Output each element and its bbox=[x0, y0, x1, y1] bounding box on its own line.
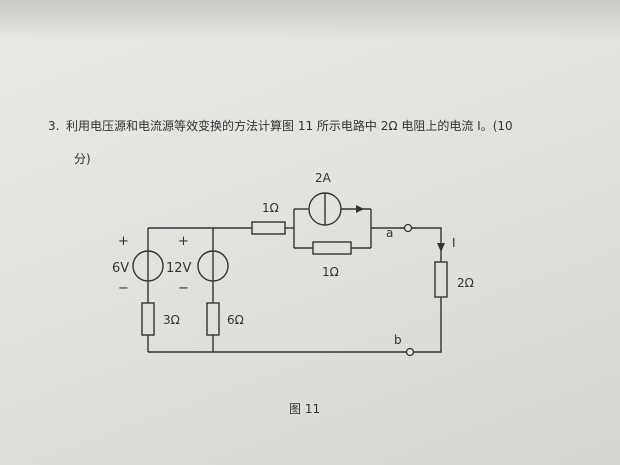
current-source-arrow-icon bbox=[356, 205, 364, 213]
current-direction-arrow-icon bbox=[437, 243, 445, 252]
resistor-3ohm bbox=[141, 302, 155, 336]
resistor-2ohm bbox=[434, 261, 448, 298]
plus-6v: + bbox=[118, 234, 129, 249]
resistor-6ohm bbox=[206, 302, 220, 336]
question-number: 3. bbox=[48, 119, 60, 133]
label-2a: 2A bbox=[315, 171, 332, 185]
label-3ohm: 3Ω bbox=[163, 313, 180, 327]
wire-a-right bbox=[412, 227, 442, 262]
figure-caption: 图 11 bbox=[289, 402, 321, 416]
label-node-a: a bbox=[386, 226, 393, 240]
resistor-1ohm-series bbox=[251, 221, 286, 235]
resistor-1ohm-parallel bbox=[312, 241, 352, 255]
label-current-i: I bbox=[452, 236, 456, 250]
plus-12v: + bbox=[178, 234, 189, 249]
label-node-b: b bbox=[394, 333, 402, 347]
question-text: 利用电压源和电流源等效变换的方法计算图 11 所示电路中 2Ω 电阻上的电流 I… bbox=[66, 119, 513, 133]
page-shadow bbox=[0, 0, 620, 40]
label-6v: 6V bbox=[112, 261, 129, 276]
label-1ohm-series: 1Ω bbox=[262, 201, 279, 215]
label-2ohm: 2Ω bbox=[457, 276, 474, 290]
label-12v: 12V bbox=[166, 261, 192, 276]
terminal-b bbox=[405, 347, 415, 357]
wire-2ohm-down bbox=[414, 297, 442, 353]
terminal-a bbox=[403, 223, 413, 233]
minus-6v: − bbox=[118, 281, 129, 296]
label-1ohm-parallel: 1Ω bbox=[322, 265, 339, 279]
question-text-continued: 分) bbox=[74, 152, 91, 166]
minus-12v: − bbox=[178, 281, 189, 296]
label-6ohm: 6Ω bbox=[227, 313, 244, 327]
